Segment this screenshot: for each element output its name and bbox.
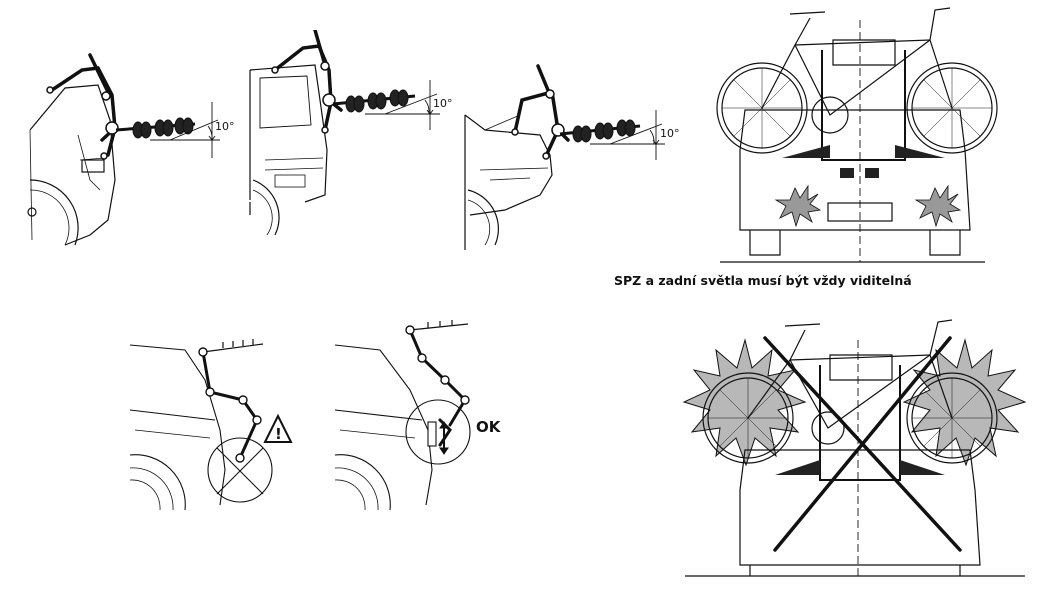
ok-label: OK: [476, 418, 502, 436]
mount-diagram-estate: 10°: [249, 30, 453, 236]
mount-wrong-diagram: !: [129, 339, 293, 511]
rear-view-correct: [716, 7, 998, 263]
mount-ok-diagram: OK: [334, 320, 502, 511]
caption-text: SPZ a zadní světla musí být vždy viditel…: [614, 273, 912, 288]
rear-view-incorrect: [682, 319, 1027, 577]
svg-text:!: !: [275, 425, 282, 443]
cross-out-icon: [763, 336, 962, 552]
angle-label: 10°: [215, 120, 235, 133]
angle-label: 10°: [660, 127, 680, 140]
angle-label: 10°: [433, 97, 453, 110]
mount-diagram-hatchback: 10°: [27, 53, 235, 246]
mount-diagram-sedan: 10°: [464, 64, 680, 250]
warning-icon: !: [263, 413, 293, 443]
